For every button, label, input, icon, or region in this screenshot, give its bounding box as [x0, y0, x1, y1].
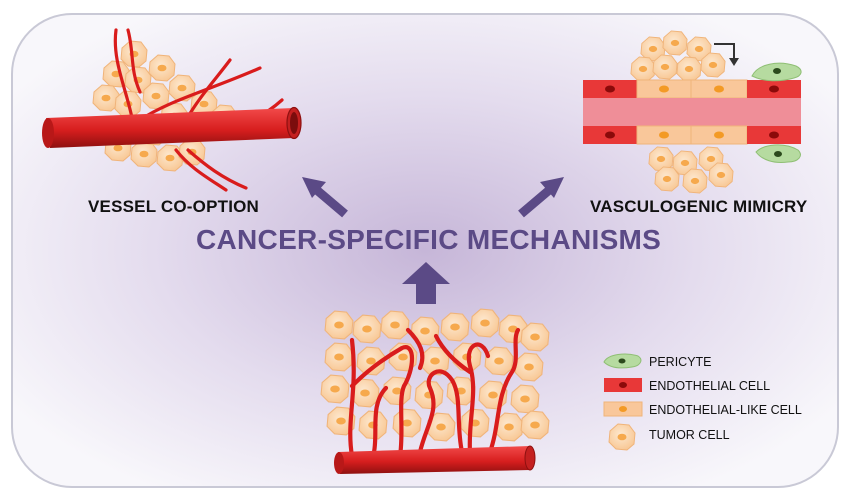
vessel-cooption-illustration — [42, 28, 302, 192]
legend-endothelial-label: ENDOTHELIAL CELL — [649, 379, 771, 393]
legend-symbols — [603, 353, 643, 451]
vm-channel-lumen — [583, 98, 801, 126]
label-vessel-cooption: VESSEL CO-OPTION — [88, 197, 260, 216]
legend-endothelial-like-label: ENDOTHELIAL-LIKE CELL — [649, 403, 802, 417]
legend-pericyte-icon — [603, 353, 642, 369]
tumor-cell-cluster-right-bottom — [648, 146, 734, 194]
bent-arrow-icon — [714, 43, 739, 66]
bottom-vessel — [334, 445, 536, 474]
cooption-vessel — [42, 106, 302, 148]
arrow-to-vm — [518, 177, 564, 218]
legend-tumor-icon — [608, 423, 636, 451]
pericyte-top — [751, 62, 802, 82]
legend-endothelial-like-icon — [603, 401, 643, 417]
pericyte-bottom — [755, 144, 801, 163]
main-title: CANCER-SPECIFIC MECHANISMS — [196, 224, 662, 255]
vm-channel-upper-wall — [583, 79, 801, 99]
label-vasculogenic-mimicry: VASCULOGENIC MIMICRY — [590, 197, 808, 216]
legend-endothelial-icon — [604, 378, 642, 392]
tumor-angiogenesis-illustration — [320, 308, 550, 474]
vm-channel-lower-wall — [583, 125, 801, 145]
legend-tumor-label: TUMOR CELL — [649, 428, 730, 442]
vasculogenic-mimicry-illustration — [583, 30, 802, 194]
legend-pericyte-label: PERICYTE — [649, 355, 712, 369]
arrow-up-center — [402, 262, 450, 304]
arrow-to-cooption — [302, 177, 348, 218]
